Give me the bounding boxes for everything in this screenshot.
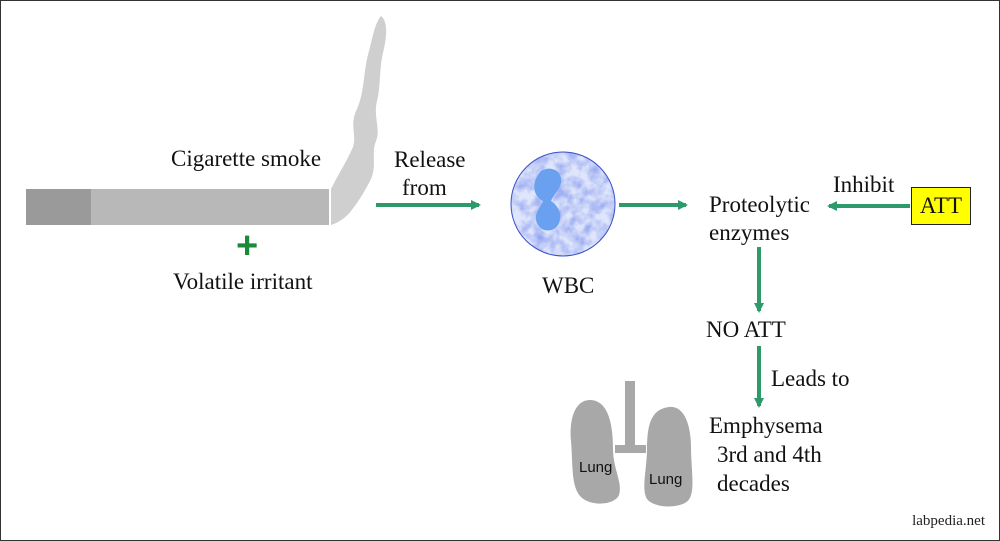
wbc-cell bbox=[511, 152, 615, 256]
no-att-label: NO ATT bbox=[706, 317, 786, 342]
decades-line2-label: decades bbox=[717, 471, 790, 496]
volatile-irritant-label: Volatile irritant bbox=[173, 269, 313, 294]
enzymes-label: enzymes bbox=[709, 220, 790, 245]
plus-sign: + bbox=[236, 225, 259, 267]
lung-right-shape bbox=[644, 406, 693, 507]
leads-to-label: Leads to bbox=[771, 366, 850, 391]
proteolytic-label: Proteolytic bbox=[709, 192, 810, 217]
wbc-label: WBC bbox=[542, 273, 595, 298]
lung-left-label: Lung bbox=[579, 459, 613, 476]
emphysema-label: Emphysema bbox=[709, 413, 823, 438]
lung-right-label: Lung bbox=[649, 471, 683, 488]
watermark: labpedia.net bbox=[912, 513, 985, 529]
decades-line1-label: 3rd and 4th bbox=[717, 442, 822, 467]
smoke-plume bbox=[331, 16, 387, 225]
lung-left-shape bbox=[570, 399, 620, 504]
cigarette-body bbox=[91, 189, 329, 225]
cigarette-smoke-label: Cigarette smoke bbox=[171, 146, 322, 171]
att-box: ATT bbox=[911, 187, 971, 225]
from-label: from bbox=[402, 175, 447, 200]
wbc-nucleus bbox=[534, 168, 562, 231]
inhibit-label: Inhibit bbox=[833, 172, 895, 197]
cigarette-filter bbox=[26, 189, 91, 225]
wbc-cell-outline bbox=[510, 151, 616, 257]
release-label: Release bbox=[394, 147, 466, 172]
trachea bbox=[615, 381, 646, 453]
